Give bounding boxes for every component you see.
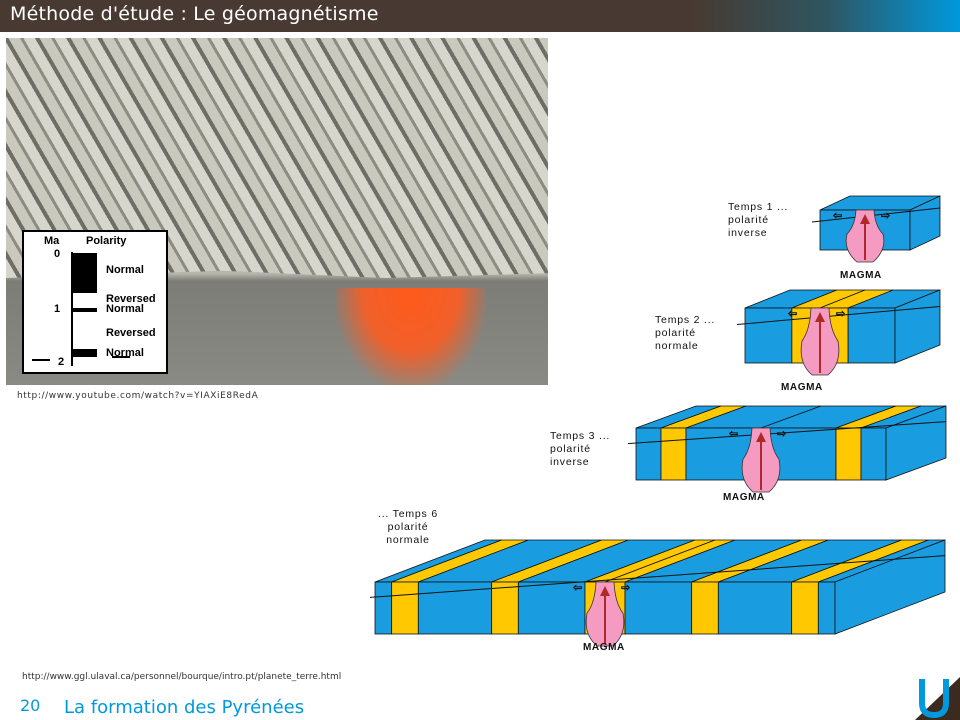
- label-normal: Normal: [106, 264, 144, 276]
- front-stripe: [817, 581, 836, 635]
- front-stripe: [374, 581, 393, 635]
- spread-right-icon: ⇨: [836, 307, 845, 320]
- arrow-head-icon: [756, 432, 766, 442]
- layer-line: [811, 207, 941, 223]
- arrow-head-icon: [600, 586, 610, 596]
- arrow-icon: [32, 359, 50, 361]
- front-stripe: [847, 307, 896, 364]
- side-face: [909, 195, 941, 251]
- spread-left-icon: ⇦: [729, 427, 738, 440]
- spread-left-icon: ⇦: [788, 307, 797, 320]
- side-face: [894, 289, 941, 364]
- front-stripe: [491, 581, 519, 635]
- arrow-head-icon: [860, 214, 870, 224]
- front-stripe: [860, 427, 887, 481]
- university-logo: [915, 677, 960, 720]
- magma-label: MAGMA: [840, 270, 882, 281]
- spread-right-icon: ⇨: [881, 209, 890, 222]
- label-reversed: Reversed: [106, 327, 156, 339]
- video-source-link[interactable]: http://www.youtube.com/watch?v=YIAXiE8Re…: [17, 391, 259, 401]
- front-stripe: [717, 581, 793, 635]
- page-number: 20: [20, 696, 41, 715]
- tick-2: 2: [58, 356, 65, 368]
- spread-left-icon: ⇦: [833, 209, 842, 222]
- front-stripe: [624, 581, 693, 635]
- front-stripe: [635, 427, 662, 481]
- header-bar: Méthode d'étude : Le géomagnétisme: [0, 0, 960, 32]
- slide-title: Méthode d'étude : Le géomagnétisme: [10, 3, 379, 25]
- front-stripe: [660, 427, 687, 481]
- layer-line: [366, 555, 946, 599]
- polarity-header: Polarity: [86, 235, 127, 247]
- front-stripe: [691, 581, 719, 635]
- spread-left-icon: ⇦: [573, 581, 582, 594]
- front-stripe: [835, 427, 862, 481]
- layer-line: [736, 306, 941, 325]
- polarity-chart: Ma Polarity 0 1 2 Normal Reversed Normal…: [22, 230, 168, 374]
- normal-band: [72, 349, 97, 357]
- label-reversed: Reversed: [106, 293, 156, 305]
- side-face: [834, 539, 946, 635]
- layer-line: [627, 421, 947, 445]
- front-stripe: [517, 581, 586, 635]
- arrow-head-icon: [815, 312, 825, 322]
- diagram-source-link[interactable]: http://www.ggl.ulaval.ca/personnel/bourq…: [22, 672, 342, 682]
- diagram-drawing: ⇦ ⇨ ⇦ ⇨ ⇦ ⇨ ⇦ ⇨: [366, 195, 947, 647]
- spread-right-icon: ⇨: [621, 581, 630, 594]
- tick-0: 0: [54, 248, 61, 260]
- magma-plume: [336, 288, 486, 385]
- seafloor-image: Ma Polarity 0 1 2 Normal Reversed Normal…: [6, 38, 548, 385]
- ma-header: Ma: [44, 235, 60, 247]
- magma-label: MAGMA: [723, 492, 765, 503]
- front-stripe: [391, 581, 419, 635]
- spread-right-icon: ⇨: [777, 427, 786, 440]
- normal-band: [72, 308, 97, 312]
- front-stripe: [417, 581, 493, 635]
- tick-1: 1: [54, 303, 61, 315]
- arrow-icon: [112, 356, 130, 358]
- normal-band: [72, 253, 97, 293]
- magma-label: MAGMA: [781, 382, 823, 393]
- magma-label: MAGMA: [583, 642, 625, 653]
- front-stripe: [791, 581, 819, 635]
- footer-title: La formation des Pyrénées: [64, 697, 305, 718]
- label-normal: Normal: [106, 303, 144, 315]
- front-stripe: [744, 307, 793, 364]
